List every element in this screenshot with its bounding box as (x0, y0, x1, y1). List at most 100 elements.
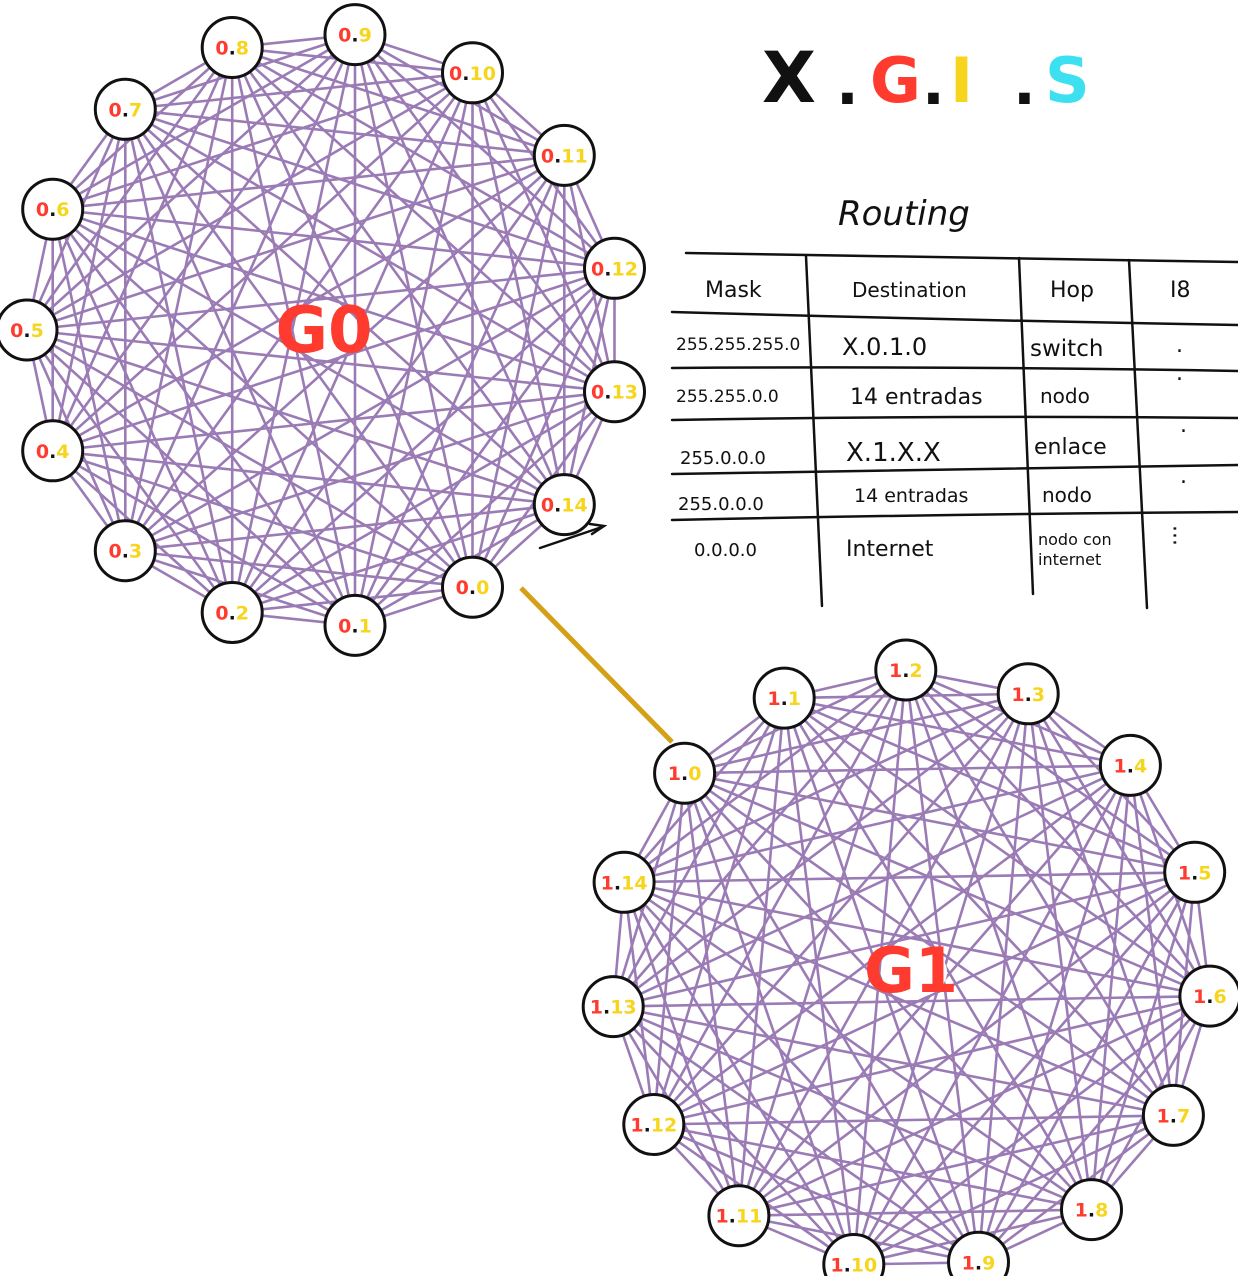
node-1-8[interactable]: 1.8 (1060, 1178, 1123, 1242)
node-1-5[interactable]: 1.5 (1163, 840, 1227, 904)
node-1-6[interactable]: 1.6 (1178, 964, 1238, 1028)
mesh-edge (231, 46, 616, 270)
node-number: 3 (1032, 684, 1045, 706)
mesh-edge (125, 71, 473, 111)
node-label: 0.0 (456, 577, 490, 599)
node-0-6[interactable]: 0.6 (21, 177, 85, 241)
node-group-number: 0 (338, 25, 351, 47)
mesh-edge (124, 47, 234, 551)
mesh-edge (354, 33, 616, 270)
node-1-13[interactable]: 1.13 (581, 975, 645, 1039)
mesh-edge (26, 329, 356, 627)
mesh-edge (612, 669, 907, 1008)
mesh-edge (853, 1114, 1174, 1266)
mesh-edge (231, 503, 565, 614)
node-dot: . (122, 541, 129, 563)
node-label: 1.7 (1157, 1105, 1191, 1127)
node-1-1[interactable]: 1.1 (752, 666, 816, 730)
nodes-0: 0.00.10.20.30.40.50.60.70.80.90.100.110.… (0, 3, 646, 657)
node-0-7[interactable]: 0.7 (93, 77, 157, 141)
node-group-number: 1 (1011, 684, 1024, 706)
row-5-hop: nodo con internet (1038, 530, 1112, 569)
mesh-edge (25, 46, 234, 331)
node-circle (653, 741, 717, 805)
mesh-edge (653, 1114, 1174, 1126)
mesh-edge (738, 871, 1196, 1217)
node-1-12[interactable]: 1.12 (622, 1093, 686, 1156)
node-0-4[interactable]: 0.4 (21, 419, 85, 483)
mesh-edge (1090, 871, 1196, 1210)
node-1-4[interactable]: 1.4 (1098, 733, 1162, 797)
node-number: 7 (1177, 1105, 1190, 1127)
node-circle (0, 298, 59, 362)
node-number: 8 (1095, 1200, 1108, 1222)
node-label: 1.14 (601, 872, 648, 894)
node-circle (323, 593, 387, 657)
node-group-number: 0 (541, 145, 554, 167)
node-group-number: 0 (215, 603, 228, 625)
mesh-edge (783, 696, 1196, 874)
mesh-edge (124, 34, 357, 552)
node-0-10[interactable]: 0.10 (441, 41, 504, 105)
node-1-9[interactable]: 1.9 (947, 1230, 1010, 1276)
node-0-0[interactable]: 0.0 (441, 555, 504, 619)
node-number: 5 (31, 320, 44, 342)
mesh-edge (738, 1208, 1092, 1217)
node-circle (1060, 1178, 1123, 1242)
mesh-edge (124, 108, 357, 626)
node-0-9[interactable]: 0.9 (323, 3, 387, 67)
mesh-edge (124, 108, 566, 506)
node-0-12[interactable]: 0.12 (583, 236, 646, 300)
row-5-hop-wrap: nodo con internet (1038, 530, 1112, 569)
node-group-number: 0 (456, 577, 469, 599)
node-1-11[interactable]: 1.11 (707, 1184, 771, 1248)
mesh-edge (977, 995, 1211, 1264)
node-number: 13 (612, 382, 638, 404)
pointer-arrow (538, 522, 608, 550)
mesh-edge (471, 72, 616, 393)
mesh-edge (354, 390, 616, 627)
node-circle (752, 666, 816, 730)
mesh-edges-0 (25, 33, 616, 627)
mesh-edge (623, 692, 1029, 884)
node-label: 1.6 (1193, 986, 1227, 1008)
mesh-edge (124, 108, 616, 393)
node-number: 10 (851, 1255, 877, 1276)
node-0-3[interactable]: 0.3 (93, 519, 157, 583)
node-1-14[interactable]: 1.14 (592, 850, 656, 914)
node-1-2[interactable]: 1.2 (874, 638, 938, 702)
mesh-edge (612, 697, 786, 1008)
node-1-10[interactable]: 1.10 (822, 1233, 886, 1276)
node-1-0[interactable]: 1.0 (653, 741, 717, 805)
node-group-number: 0 (36, 199, 49, 221)
node-0-5[interactable]: 0.5 (0, 298, 59, 362)
mesh-edge (684, 692, 1029, 775)
node-0-13[interactable]: 0.13 (583, 360, 646, 424)
node-group-number: 1 (601, 872, 614, 894)
mesh-edge (353, 267, 616, 627)
node-dot: . (23, 320, 30, 342)
node-dot: . (351, 25, 358, 47)
mesh-edge (624, 871, 1195, 884)
row-4-mask: 255.0.0.0 (678, 494, 764, 515)
mesh-edge (612, 1005, 1093, 1211)
mesh-edge (353, 34, 566, 506)
mesh-edge (52, 154, 565, 211)
node-0-1[interactable]: 0.1 (323, 593, 387, 657)
node-number: 11 (561, 145, 587, 167)
node-dot: . (229, 38, 236, 60)
node-0-2[interactable]: 0.2 (200, 581, 264, 644)
node-dot: . (604, 382, 611, 404)
node-1-3[interactable]: 1.3 (996, 662, 1060, 726)
node-0-8[interactable]: 0.8 (200, 16, 264, 79)
mesh-edge (51, 71, 474, 452)
node-0-11[interactable]: 0.11 (532, 123, 596, 187)
node-group-number: 0 (108, 541, 121, 563)
routing-title: Routing (838, 194, 970, 234)
node-number: 11 (736, 1206, 762, 1228)
node-0-14[interactable]: 0.14 (532, 473, 596, 537)
node-number: 12 (612, 258, 638, 280)
mesh-edge (623, 881, 1211, 998)
node-1-7[interactable]: 1.7 (1141, 1083, 1205, 1147)
node-number: 4 (1134, 755, 1147, 777)
